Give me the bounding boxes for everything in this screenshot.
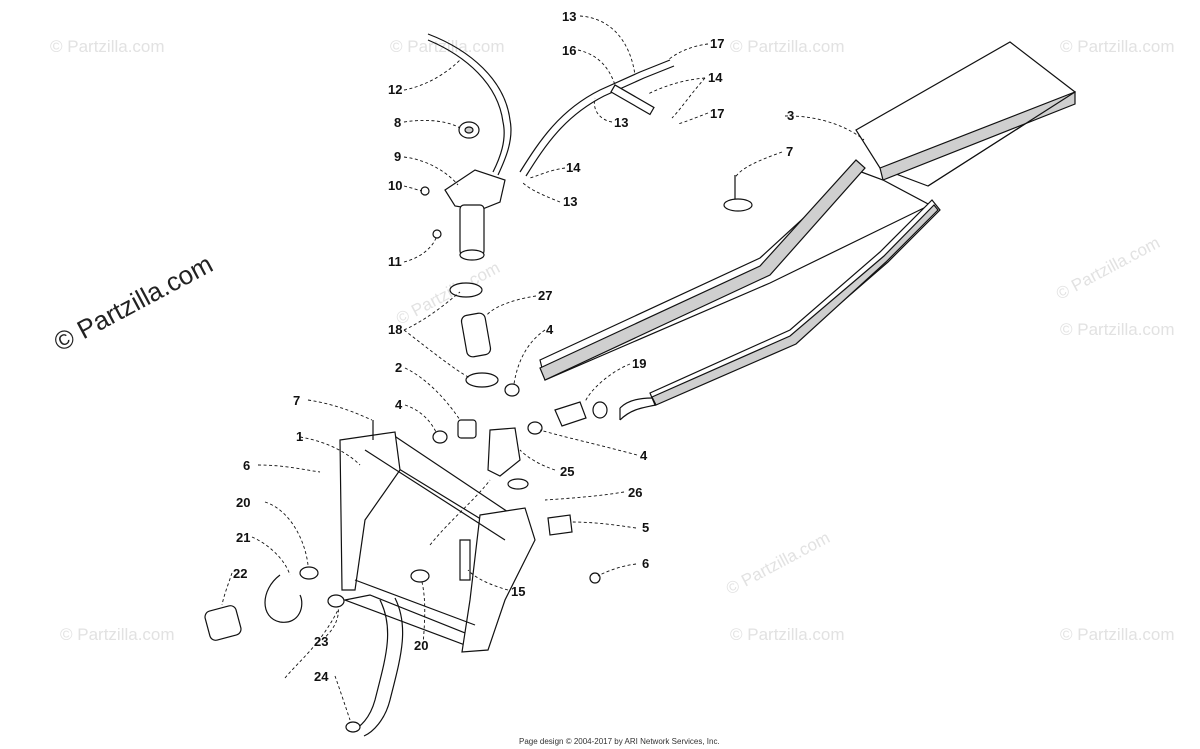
callout-label: 2 [395, 360, 402, 375]
callout-label: 7 [786, 144, 793, 159]
callout-label: 6 [642, 556, 649, 571]
callout-label: 24 [314, 669, 329, 684]
callout-label: 19 [632, 356, 646, 371]
callout-label: 25 [560, 464, 574, 479]
watermark: © Partzilla.com [50, 37, 165, 56]
watermark: © Partzilla.com [1060, 320, 1175, 339]
hose-21 [264, 574, 303, 623]
callout-label: 14 [708, 70, 723, 85]
callout-label: 21 [236, 530, 250, 545]
heat-exchanger-upper [539, 41, 1077, 381]
bleed-hose [519, 59, 671, 173]
callout-label: 5 [642, 520, 649, 535]
callout-label: 20 [414, 638, 428, 653]
callout-label: 11 [388, 254, 402, 269]
clamp-20 [299, 566, 319, 580]
callout-label: 6 [243, 458, 250, 473]
hose-clamp [465, 372, 499, 388]
leader-lines [221, 15, 865, 721]
clamp-4 [504, 383, 520, 397]
callout-label: 20 [236, 495, 250, 510]
hose-clamp [449, 282, 483, 298]
clamp-4 [432, 430, 448, 444]
callout-label: 10 [388, 178, 402, 193]
clamp-23 [327, 594, 345, 608]
elbow-19 [554, 401, 587, 427]
callout-label: 27 [538, 288, 552, 303]
callout-label: 17 [710, 36, 724, 51]
watermark: © Partzilla.com [1060, 37, 1175, 56]
callout-label: 26 [628, 485, 642, 500]
footer-copyright: Page design © 2004-2017 by ARI Network S… [519, 737, 720, 746]
watermark-large: © Partzilla.com [49, 249, 218, 358]
watermark: © Partzilla.com [1060, 625, 1175, 644]
clamp [592, 401, 608, 419]
callout-label: 15 [511, 584, 525, 599]
watermark: © Partzilla.com [393, 258, 503, 329]
callout-label: 13 [562, 9, 576, 24]
clamp-20 [410, 569, 430, 583]
callout-label: 23 [314, 634, 328, 649]
screw-icon [432, 229, 442, 239]
watermark: © Partzilla.com [60, 625, 175, 644]
callout-label: 13 [614, 115, 628, 130]
watermark: © Partzilla.com [730, 37, 845, 56]
callout-label: 12 [388, 82, 402, 97]
watermark: © Partzilla.com [1053, 233, 1163, 304]
fill-neck-assembly [420, 121, 506, 261]
callout-label: 4 [546, 322, 554, 337]
callout-label: 7 [293, 393, 300, 408]
overflow-hose [427, 33, 512, 176]
bracket-15 [459, 539, 471, 581]
callout-label: 16 [562, 43, 576, 58]
clamp-4 [527, 421, 543, 435]
watermark: © Partzilla.com [730, 625, 845, 644]
callout-labels: 1 2 3 4 4 4 5 6 6 7 7 8 9 10 11 12 13 13… [233, 9, 794, 684]
callout-label: 17 [710, 106, 724, 121]
hose-24 [351, 599, 389, 731]
tee-fitting [610, 84, 655, 116]
callout-label: 18 [388, 322, 402, 337]
coupler-2 [457, 419, 477, 439]
callout-label: 4 [395, 397, 403, 412]
screw-icon [420, 186, 430, 196]
callout-label: 22 [233, 566, 247, 581]
plate-5 [547, 514, 573, 536]
callout-label: 13 [563, 194, 577, 209]
callout-label: 4 [640, 448, 648, 463]
radiator-frame [339, 431, 536, 653]
hose-22 [204, 605, 242, 641]
watermark: © Partzilla.com [723, 528, 833, 599]
heat-exchanger-lower [619, 199, 941, 421]
callout-label: 3 [787, 108, 794, 123]
fastener-6 [589, 572, 601, 584]
callout-label: 9 [394, 149, 401, 164]
callout-label: 1 [296, 429, 303, 444]
hose-27 [460, 312, 492, 358]
tee-25 [487, 427, 521, 477]
watermark: © Partzilla.com [390, 37, 505, 56]
callout-label: 8 [394, 115, 401, 130]
callout-label: 14 [566, 160, 581, 175]
